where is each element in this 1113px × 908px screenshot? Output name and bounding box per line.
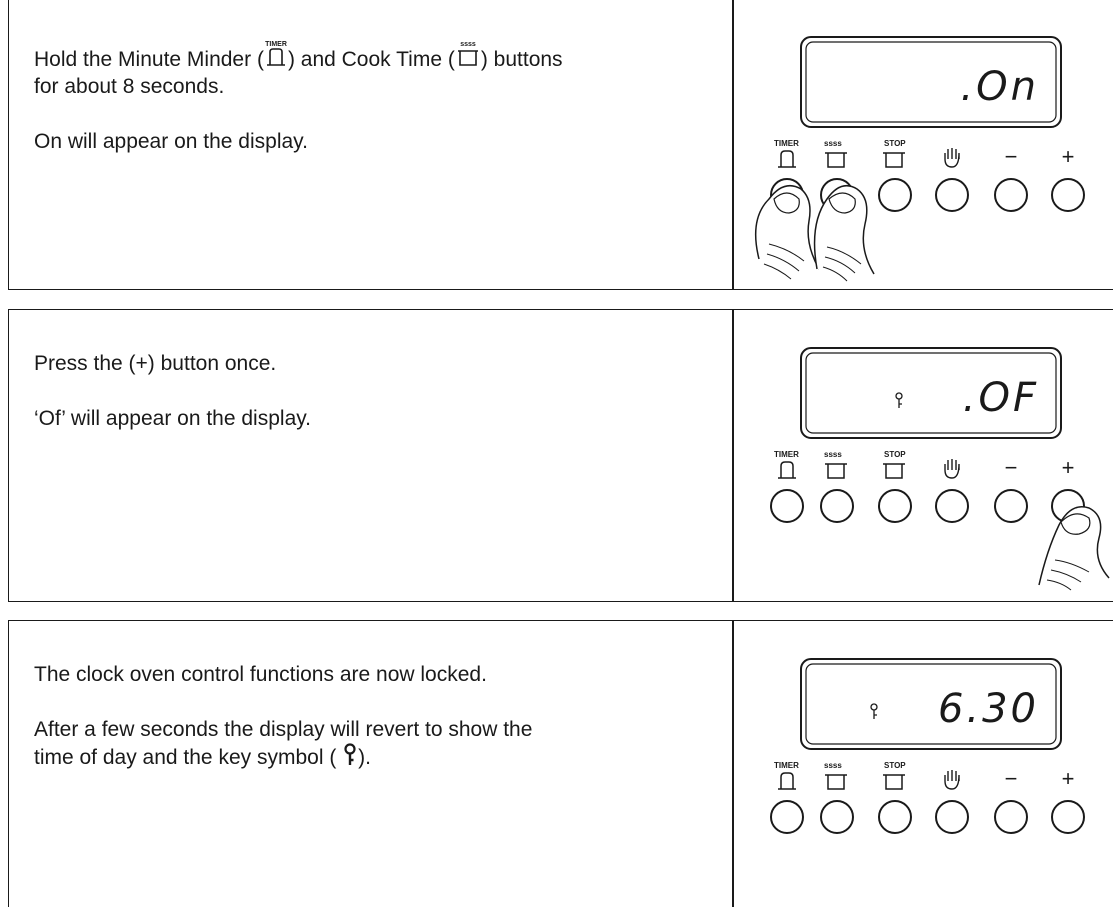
bell-timer-icon: TIMER (265, 41, 287, 66)
stop-pot-icon (883, 463, 905, 479)
plus-label: + (1062, 766, 1075, 791)
plus-label: + (1062, 455, 1075, 480)
hand-icon (944, 148, 960, 168)
cook-time-pot-icon (825, 152, 847, 168)
step-1-row: Hold the Minute Minder (TIMER) and Cook … (8, 0, 1113, 290)
timer-button[interactable] (770, 800, 804, 834)
step-2-instructions: Press the (+) button once. ‘Of’ will app… (34, 350, 724, 460)
button-row: TIMER ssss STOP − + (770, 139, 1085, 212)
finger-icon (1038, 506, 1110, 591)
step-1-line-2: On will appear on the display. (34, 130, 308, 153)
cook-time-pot-icon (825, 774, 847, 790)
step-3-line-1: The clock oven control functions are now… (34, 663, 487, 686)
lcd-display: 6.30 (800, 658, 1062, 750)
step-2-row: Press the (+) button once. ‘Of’ will app… (8, 309, 1113, 602)
stop-button[interactable] (878, 800, 912, 834)
control-panel-1: .On TIMER ssss STOP − + (749, 0, 1113, 289)
key-icon (895, 392, 903, 408)
row-divider (732, 309, 734, 602)
lcd-readout: .On (960, 64, 1039, 110)
lcd-display: .On (800, 36, 1062, 128)
timer-button[interactable] (770, 489, 804, 523)
step-1-line-1: Hold the Minute Minder (TIMER) and Cook … (34, 41, 563, 98)
lcd-readout: 6.30 (938, 686, 1039, 732)
plus-button[interactable] (1051, 800, 1085, 834)
svg-text:TIMER: TIMER (265, 41, 287, 48)
step-2-line-2: ‘Of’ will appear on the display. (34, 407, 312, 430)
cook-time-pot-icon: ssss (457, 41, 478, 66)
finger-icon (754, 184, 820, 280)
svg-text:STOP: STOP (884, 761, 906, 770)
plus-label: + (1062, 144, 1075, 169)
stop-button[interactable] (878, 178, 912, 212)
svg-text:TIMER: TIMER (774, 761, 799, 770)
svg-text:STOP: STOP (884, 450, 906, 459)
lcd-readout: .OF (963, 375, 1039, 421)
svg-text:ssss: ssss (824, 450, 842, 459)
step-3-row: The clock oven control functions are now… (8, 620, 1113, 907)
step-3-instructions: The clock oven control functions are now… (34, 661, 724, 799)
button-row: TIMER ssss STOP − + (770, 450, 1085, 523)
finger-icon (813, 184, 875, 282)
lcd-display: .OF (800, 347, 1062, 439)
minus-button[interactable] (994, 800, 1028, 834)
control-panel-2: .OF TIMER ssss STOP − + (749, 310, 1113, 601)
key-icon (870, 703, 878, 719)
button-row: TIMER ssss STOP − + (770, 761, 1085, 834)
minus-button[interactable] (994, 489, 1028, 523)
minus-label: − (1005, 766, 1018, 791)
hand-icon (944, 459, 960, 479)
step-3-line-2: After a few seconds the display will rev… (34, 718, 533, 769)
minus-label: − (1005, 144, 1018, 169)
stop-pot-icon (883, 774, 905, 790)
bell-timer-icon (778, 772, 796, 790)
svg-text:ssss: ssss (824, 761, 842, 770)
manual-button[interactable] (935, 800, 969, 834)
row-divider (732, 0, 734, 290)
svg-text:STOP: STOP (884, 139, 906, 148)
key-icon (344, 743, 356, 765)
manual-button[interactable] (935, 178, 969, 212)
stop-pot-icon (883, 152, 905, 168)
svg-text:ssss: ssss (824, 139, 842, 148)
svg-text:TIMER: TIMER (774, 139, 799, 148)
manual-button[interactable] (935, 489, 969, 523)
step-2-line-1: Press the (+) button once. (34, 352, 277, 375)
step-1-instructions: Hold the Minute Minder (TIMER) and Cook … (34, 39, 724, 183)
cooktime-button[interactable] (820, 489, 854, 523)
plus-button[interactable] (1051, 178, 1085, 212)
bell-timer-icon (778, 150, 796, 168)
hand-icon (944, 770, 960, 790)
cook-time-pot-icon (825, 463, 847, 479)
minus-button[interactable] (994, 178, 1028, 212)
minus-label: − (1005, 455, 1018, 480)
control-panel-3: 6.30 TIMER ssss STOP − + (749, 621, 1113, 907)
row-divider (732, 620, 734, 907)
cooktime-button[interactable] (820, 800, 854, 834)
svg-text:TIMER: TIMER (774, 450, 799, 459)
svg-text:ssss: ssss (460, 41, 476, 48)
bell-timer-icon (778, 461, 796, 479)
stop-button[interactable] (878, 489, 912, 523)
